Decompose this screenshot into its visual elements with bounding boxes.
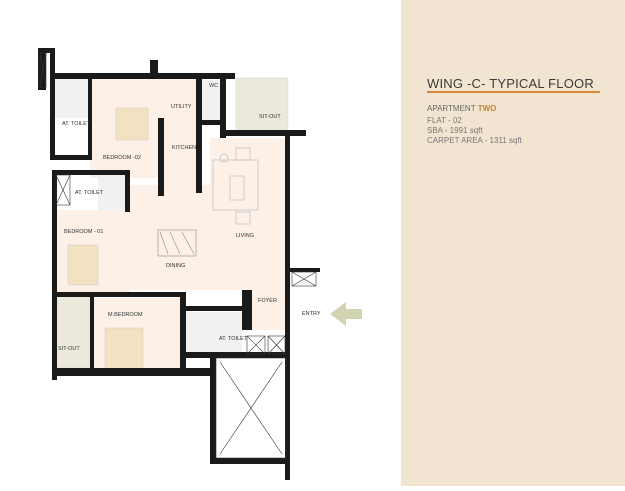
sitout-tiles xyxy=(54,77,289,369)
room-label-kitchen: KITCHEN xyxy=(172,145,197,151)
room-label-wc: WC xyxy=(209,83,219,89)
room-label-entry: ENTRY xyxy=(302,311,321,317)
room-label-sitout-2: SIT-OUT xyxy=(58,346,80,352)
room-label-master-bedroom: M.BEDROOM xyxy=(108,312,143,318)
room-label-foyer: FOYER xyxy=(258,298,277,304)
floor-plan: AT. TOILET BEDROOM -02 UTILITY WC KITCHE… xyxy=(38,48,362,480)
room-label-toilet-3: AT. TOILET xyxy=(219,336,248,342)
ducts xyxy=(39,52,317,459)
flat-number: FLAT - 02 xyxy=(427,116,462,125)
room-label-living: LIVING xyxy=(236,233,255,239)
walls xyxy=(38,48,320,480)
apartment-prefix: APARTMENT xyxy=(427,104,476,113)
room-label-bedroom-01: BEDROOM - 01 xyxy=(64,229,104,235)
floor-plan-drawing xyxy=(38,48,362,480)
entry-arrow-icon xyxy=(330,302,362,326)
room-label-bedroom-02: BEDROOM -02 xyxy=(103,155,141,161)
room-label-sitout-1: SIT-OUT xyxy=(259,114,281,120)
living-furniture xyxy=(212,147,259,225)
room-label-toilet-2: AT. TOILET xyxy=(75,190,104,196)
beds xyxy=(67,107,149,371)
floor-title: WING -C- TYPICAL FLOOR xyxy=(427,76,594,91)
apartment-number: TWO xyxy=(477,104,497,113)
title-underline xyxy=(427,91,600,93)
dining-table xyxy=(157,229,197,257)
info-panel: WING -C- TYPICAL FLOOR APARTMENT TWO FLA… xyxy=(401,0,625,486)
sba-area: SBA - 1991 sqft xyxy=(427,126,483,135)
apartment-label: APARTMENT TWO xyxy=(427,104,496,113)
room-label-toilet-1: AT. TOILET xyxy=(62,121,91,127)
room-label-dining: DINING xyxy=(166,263,186,269)
carpet-area: CARPET AREA - 1311 sqft xyxy=(427,136,522,145)
room-label-utility: UTILITY xyxy=(171,104,192,110)
